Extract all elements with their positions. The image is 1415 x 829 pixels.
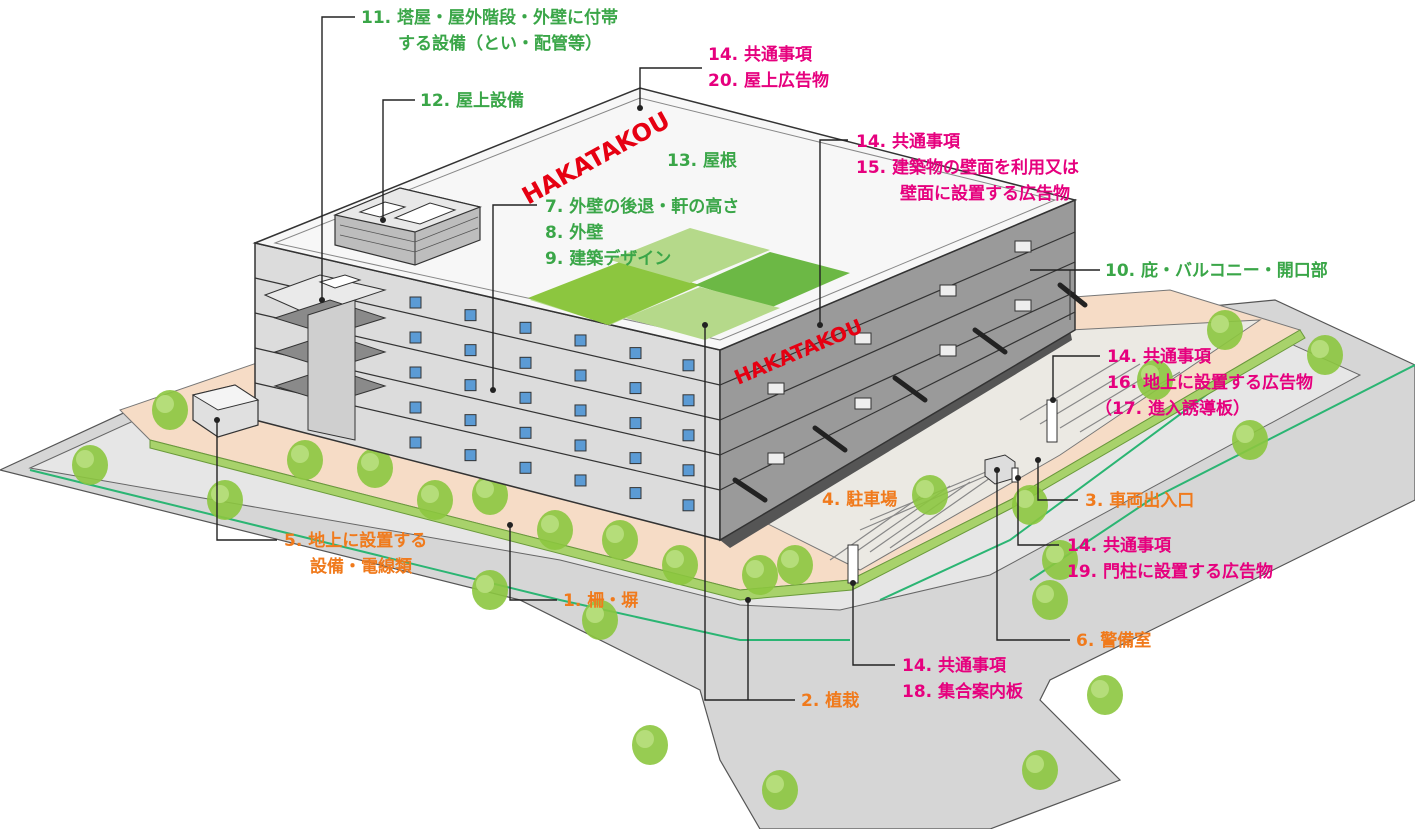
window (464, 449, 477, 462)
leader-dots (214, 105, 1056, 603)
label-14-20: 14. 共通事項 20. 屋上広告物 (708, 45, 829, 91)
roof-panel-c (695, 252, 850, 308)
tree (662, 545, 698, 585)
tree (472, 475, 508, 515)
window (682, 464, 695, 477)
tree (357, 448, 393, 488)
window (519, 391, 532, 404)
facade-ac-units (767, 240, 1032, 465)
window (519, 461, 532, 474)
hedge (149, 329, 1306, 601)
tree (1087, 675, 1123, 715)
tree (287, 440, 323, 480)
tree (602, 520, 638, 560)
window (629, 487, 642, 500)
label-14-16: 14. 共通事項 16. 地上に設置する広告物 （17. 進入誘導板） (1095, 347, 1319, 419)
tree (632, 725, 668, 765)
tree (582, 600, 618, 640)
directory-board (847, 544, 859, 584)
guard-house (984, 454, 1016, 485)
window (409, 436, 422, 449)
tree (152, 390, 188, 430)
tree (72, 445, 108, 485)
label-7-9: 7. 外壁の後退・軒の高さ 8. 外壁 9. 建築デザイン (545, 196, 745, 269)
label-1: 1. 柵・塀 (563, 590, 638, 611)
window (464, 414, 477, 427)
tree (777, 545, 813, 585)
window (682, 394, 695, 407)
tree (742, 555, 778, 595)
label-11: 11. 塔屋・屋外階段・外壁に付帯 する設備（とい・配管等） (361, 7, 624, 54)
window (629, 417, 642, 430)
label-6: 6. 警備室 (1076, 630, 1151, 651)
window (629, 382, 642, 395)
curb-line-left (29, 469, 850, 641)
roof-panel-b (610, 228, 770, 283)
window (519, 321, 532, 334)
label-14-15: 14. 共通事項 15. 建築物の壁面を利用又は 壁面に設置する広告物 (856, 132, 1085, 204)
window (682, 359, 695, 372)
windows-left (409, 296, 695, 512)
tree (1022, 750, 1058, 790)
building: HAKATAKOU HAKATAKOU (252, 87, 1088, 548)
label-13: 13. 屋根 (667, 150, 737, 171)
tree (1207, 310, 1243, 350)
tree (207, 480, 243, 520)
facade-braces (732, 282, 1088, 503)
roof-panel-d (625, 287, 780, 340)
label-14-18: 14. 共通事項 18. 集合案内板 (902, 656, 1024, 702)
tree (762, 770, 798, 810)
label-3: 3. 車両出入口 (1085, 490, 1194, 511)
label-4: 4. 駐車場 (822, 489, 897, 510)
tree (1042, 540, 1078, 580)
label-10: 10. 庇・バルコニー・開口部 (1105, 260, 1328, 281)
ground-structures (191, 269, 1071, 584)
window (519, 426, 532, 439)
tree (1232, 420, 1268, 460)
label-12: 12. 屋上設備 (420, 90, 524, 111)
tree (912, 475, 948, 515)
tree (1012, 485, 1048, 525)
window (409, 331, 422, 344)
tree (472, 570, 508, 610)
street-trees (72, 310, 1343, 810)
window (682, 429, 695, 442)
tree (1032, 580, 1068, 620)
window (409, 366, 422, 379)
window (464, 309, 477, 322)
tree (1307, 335, 1343, 375)
window (629, 452, 642, 465)
labels: 11. 塔屋・屋外階段・外壁に付帯 する設備（とい・配管等） 12. 屋上設備 … (284, 7, 1328, 711)
tree (537, 510, 573, 550)
label-5: 5. 地上に設置する 設備・電線類 (284, 530, 433, 577)
window (409, 401, 422, 414)
window (574, 439, 587, 452)
leader-lines (216, 16, 1100, 701)
window (574, 404, 587, 417)
window (409, 296, 422, 309)
window (464, 379, 477, 392)
window (629, 347, 642, 360)
tree (1137, 360, 1173, 400)
roof (252, 87, 1078, 351)
external-stairs (263, 274, 387, 441)
ground-signboard (1046, 399, 1058, 443)
window (682, 499, 695, 512)
window (519, 356, 532, 369)
window (574, 474, 587, 487)
window (574, 334, 587, 347)
roof-panel-a (528, 262, 700, 325)
label-14-19: 14. 共通事項 19. 門柱に設置する広告物 (1067, 536, 1273, 582)
window (464, 344, 477, 357)
window (574, 369, 587, 382)
label-2: 2. 植栽 (801, 690, 859, 711)
tree (417, 480, 453, 520)
